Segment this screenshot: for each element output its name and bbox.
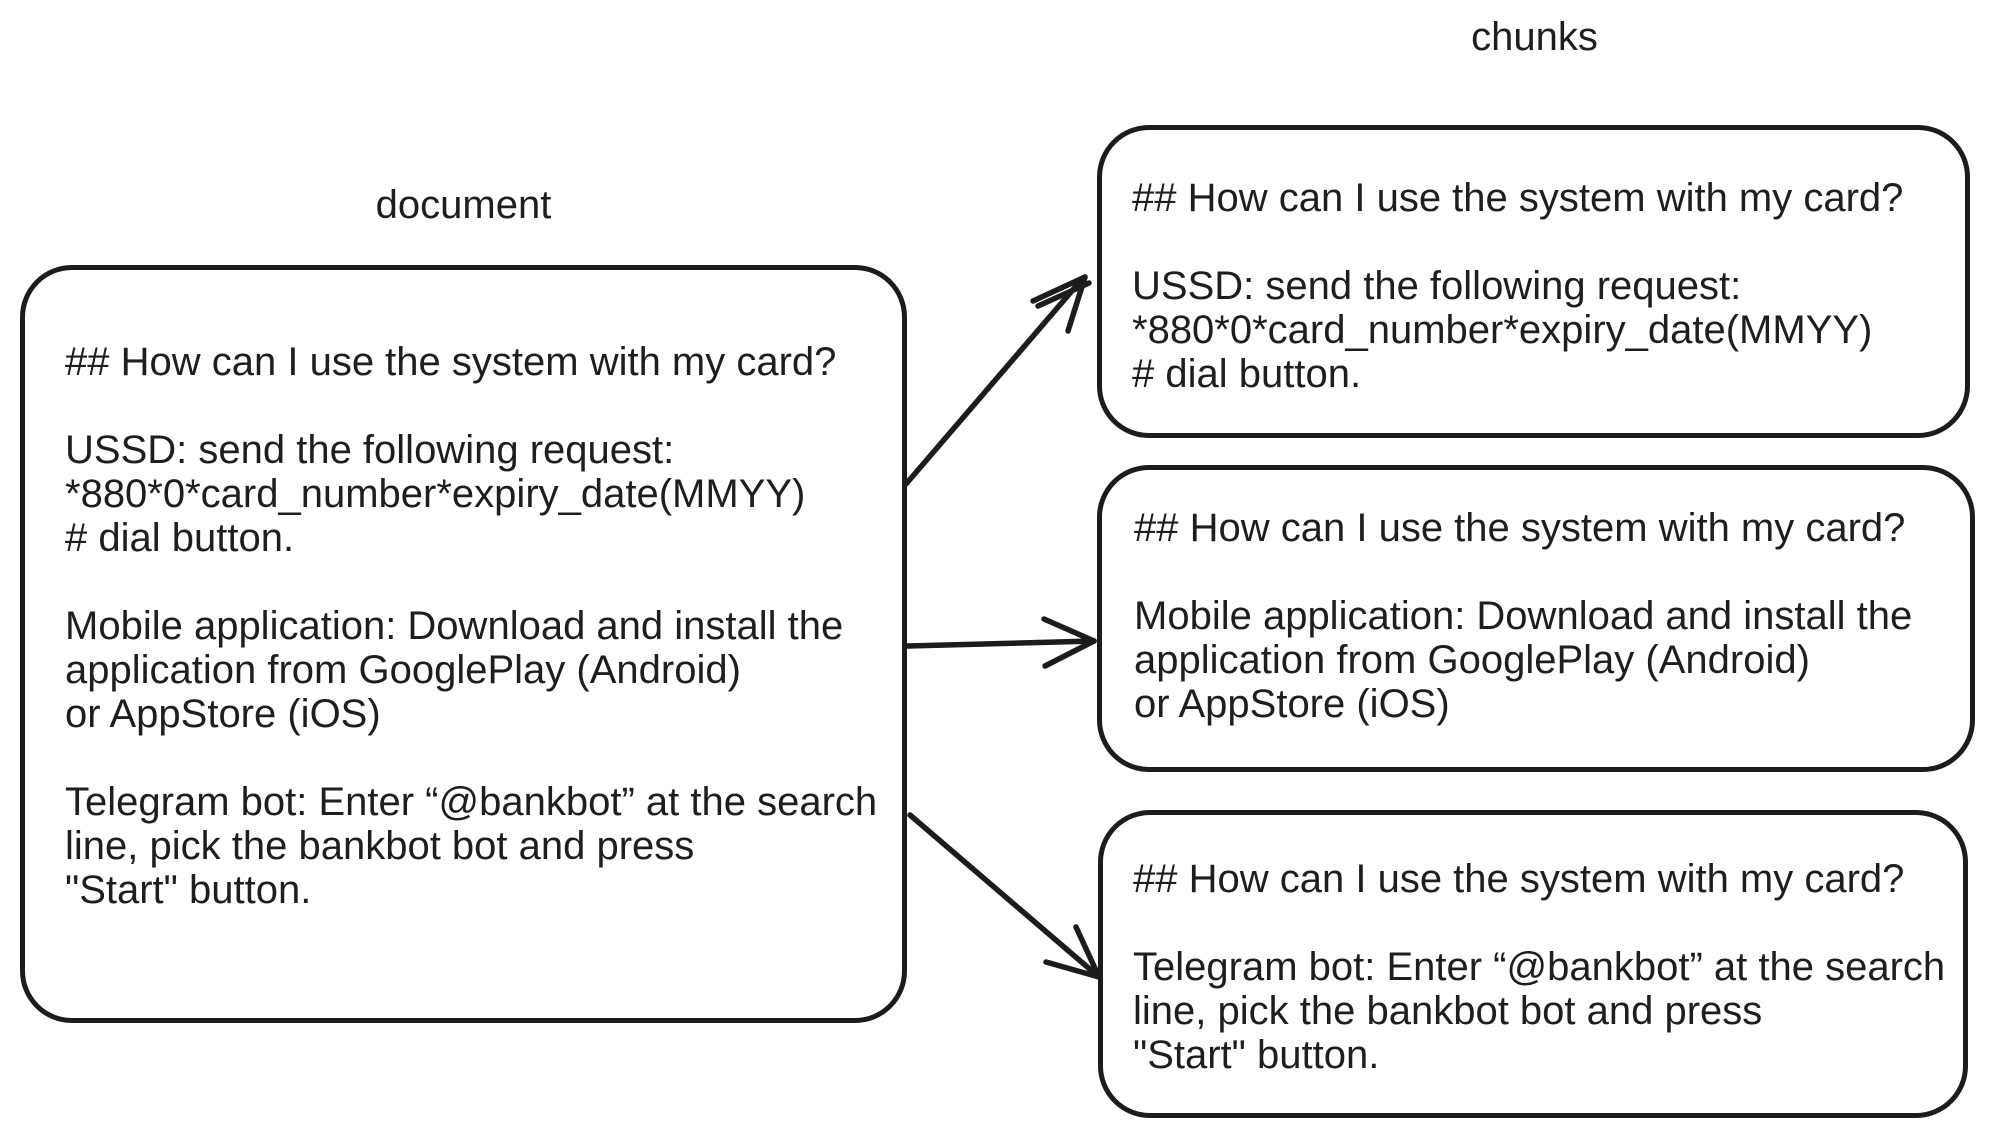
chunk-1-text: ## How can I use the system with my card… (1132, 176, 1904, 396)
chunks-label: chunks (1471, 15, 1598, 59)
chunk-box-1: ## How can I use the system with my card… (1097, 125, 1970, 438)
document-box: ## How can I use the system with my card… (20, 265, 907, 1023)
document-text: ## How can I use the system with my card… (65, 340, 878, 912)
document-to-chunk-2-arrow (905, 616, 1097, 669)
document-label: document (375, 183, 552, 227)
document-to-chunk-3-arrow (907, 812, 1102, 980)
document-to-chunk-1-arrow (903, 274, 1092, 487)
chunk-3-text: ## How can I use the system with my card… (1133, 857, 1946, 1077)
chunk-box-3: ## How can I use the system with my card… (1098, 810, 1968, 1118)
chunk-box-2: ## How can I use the system with my card… (1097, 465, 1975, 772)
chunk-2-text: ## How can I use the system with my card… (1134, 506, 1913, 726)
